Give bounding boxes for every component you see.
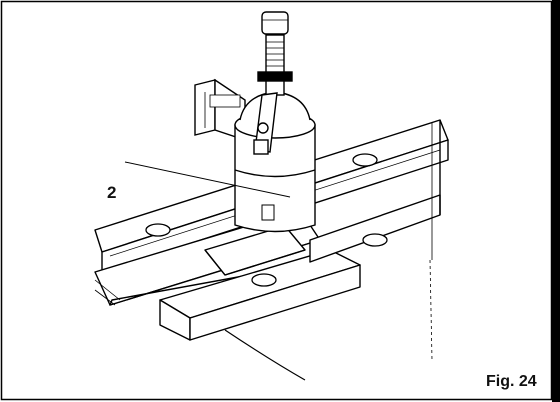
callout-leader-line <box>124 161 291 198</box>
figure-caption: Fig. 24 <box>486 373 537 390</box>
mounting-holes <box>145 153 388 287</box>
edge-bar <box>552 0 560 402</box>
callout-number: 2 <box>107 183 117 202</box>
base-plate <box>94 119 449 381</box>
clamp-assembly <box>194 11 316 233</box>
